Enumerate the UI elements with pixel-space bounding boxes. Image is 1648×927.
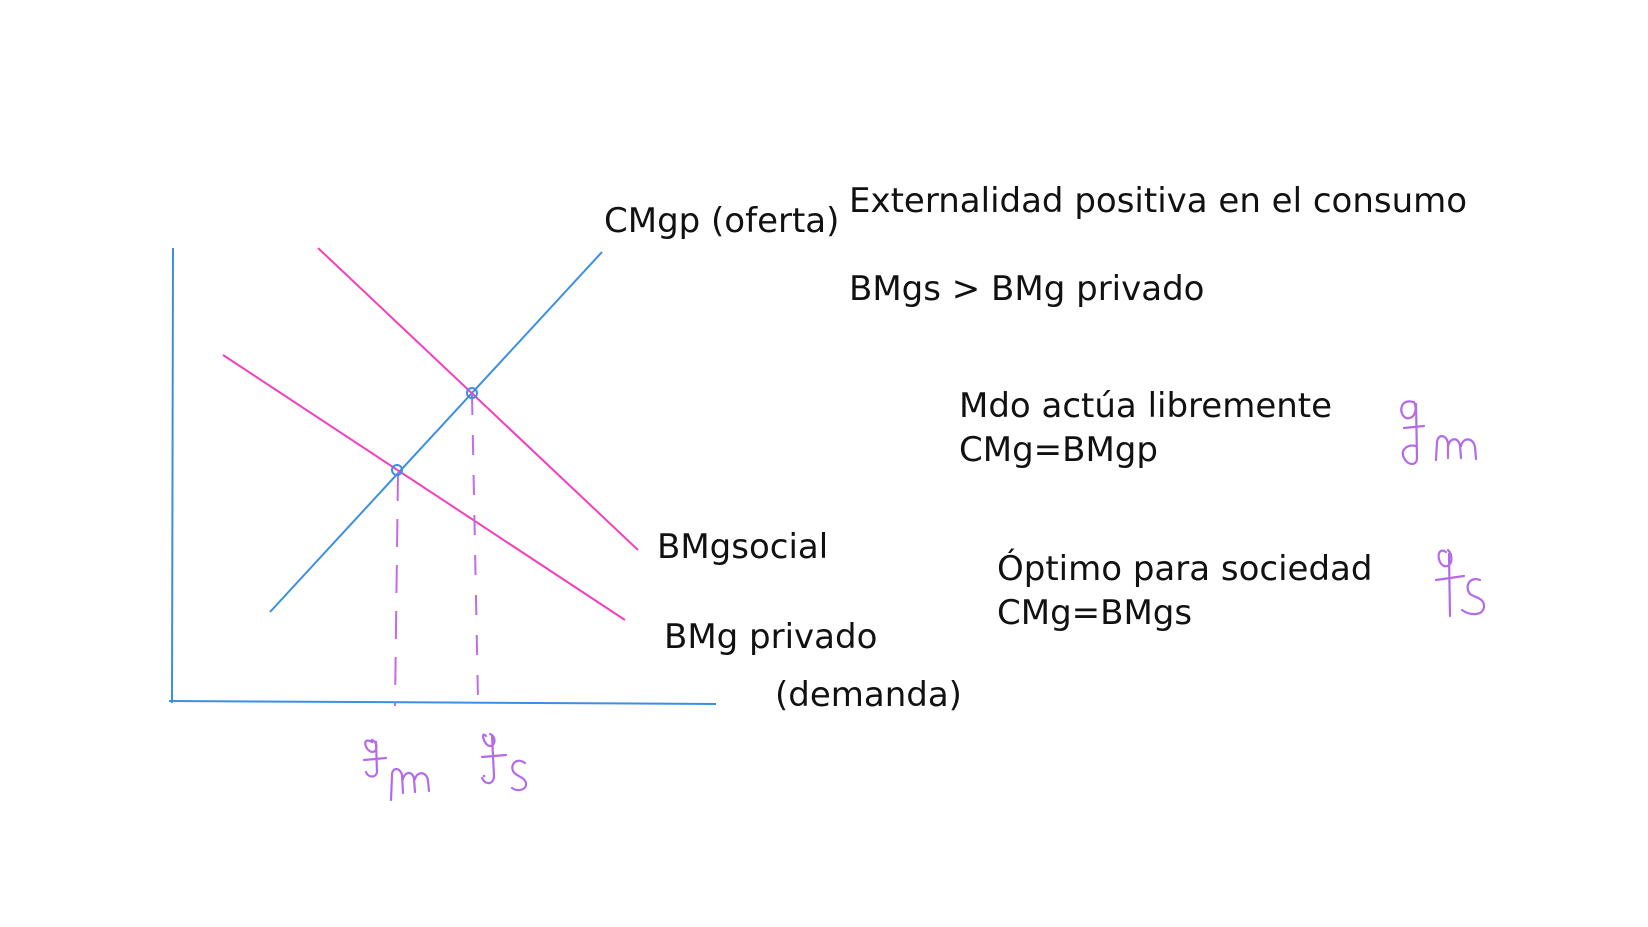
market-equilibrium-marker	[391, 464, 403, 476]
diagram-title: Externalidad positiva en el consumo	[849, 181, 1467, 221]
optimum-note-line2: CMg=BMgs	[997, 593, 1192, 633]
social-benefit-label: BMgsocial	[657, 527, 828, 567]
social-quantity-guide	[471, 394, 479, 701]
private-benefit-sublabel: (demanda)	[775, 675, 962, 715]
market-note-line2: CMg=BMgp	[959, 430, 1158, 470]
y-axis	[171, 247, 174, 704]
private-benefit-label: BMg privado	[664, 617, 877, 657]
social-equilibrium-marker	[466, 387, 478, 399]
private-benefit-curve	[222, 354, 626, 621]
supply-label: CMgp (oferta)	[604, 201, 839, 241]
supply-curve	[269, 251, 603, 613]
market-note-line1: Mdo actúa libremente	[959, 386, 1332, 426]
handwritten-qm-note	[1400, 400, 1478, 466]
x-axis	[168, 700, 717, 705]
social-benefit-curve	[317, 247, 639, 551]
optimum-note-line1: Óptimo para sociedad	[997, 548, 1372, 589]
market-quantity-guide	[394, 472, 399, 707]
handwritten-qs-note	[1434, 548, 1486, 618]
handwritten-qs-axis	[480, 732, 528, 792]
handwritten-qm-axis	[362, 738, 431, 802]
inequality-note: BMgs > BMg privado	[849, 269, 1204, 309]
